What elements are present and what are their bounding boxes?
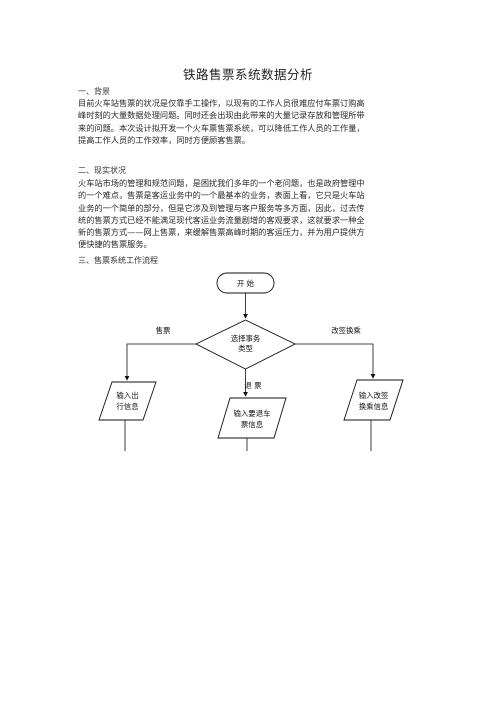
paragraph-line: 新的售票方式——网上售票，来缓解售票高峰时期的客运压力，并为用户提供方 — [78, 227, 365, 238]
input-refund-info-line1: 输入要退车 — [234, 409, 271, 418]
input-refund-info-box — [217, 397, 287, 439]
decision-label-line2: 类型 — [238, 344, 253, 353]
connector-decision-right — [295, 343, 376, 379]
input-change-info-line1: 输入改签 — [359, 391, 389, 400]
input-travel-info-line1: 输入出 — [116, 391, 138, 400]
input-change-info-box — [343, 379, 404, 421]
paragraph-line: 来的问题。本次设计拟开发一个火车票售票系统，可以降低工作人员的工作量， — [78, 122, 365, 133]
branch-label-refund: 退 票 — [244, 381, 261, 390]
input-travel-info-line2: 行信息 — [116, 402, 138, 411]
branch-label-sell: 售票 — [156, 326, 171, 335]
section-heading-current-status: 二、现实状况 — [78, 166, 126, 175]
paragraph-line: 火车站市场的管理和规范问题，是困扰我们多年的一个老问题，也是政府管理中 — [78, 178, 365, 188]
paragraph-line: 目前火车站售票的状况是仅靠手工操作，以现有的工作人员很难应付车票订购高 — [78, 98, 365, 108]
paragraph-line: 提高工作人员的工作效率，同时方便顾客售票。 — [78, 134, 250, 145]
input-change-info-line2: 换乘信息 — [359, 402, 389, 411]
start-label: 开 始 — [237, 279, 255, 288]
document-title: 铁路售票系统数据分析 — [182, 67, 313, 82]
decision-label-line1: 选择事务 — [231, 334, 261, 343]
paragraph-line: 统的售票方式已经不能满足现代客运业务流量剧增的客观要求，这就要求一种全 — [78, 214, 365, 225]
paragraph-line: 业务的一个简单的部分，但是它涉及到管理与客户服务等多方面，因此，过去传 — [78, 202, 365, 213]
section-heading-workflow: 三、售票系统工作流程 — [78, 256, 158, 265]
input-refund-info-line2: 票信息 — [241, 420, 263, 429]
paragraph-line: 的一个难点，售票是客运业务中的一个最基本的业务，表面上看，它只是火车站 — [78, 190, 365, 201]
section-heading-background: 一、背景 — [78, 87, 110, 96]
branch-label-change: 改签换乘 — [331, 326, 361, 335]
section-paragraph-background: 目前火车站售票的状况是仅靠手工操作，以现有的工作人员很难应付车票订购高 峰时刻的… — [78, 97, 423, 146]
connector-decision-left — [124, 343, 196, 381]
paragraph-line: 峰时刻的大量数据处理问题。同时还会出现由此带来的大量记录存放和管理所带 — [78, 110, 365, 121]
input-travel-info-box — [98, 381, 157, 421]
paragraph-line: 便快捷的售票服务。 — [78, 239, 152, 250]
section-paragraph-current-status: 火车站市场的管理和规范问题，是困扰我们多年的一个老问题，也是政府管理中 的一个难… — [78, 177, 423, 251]
